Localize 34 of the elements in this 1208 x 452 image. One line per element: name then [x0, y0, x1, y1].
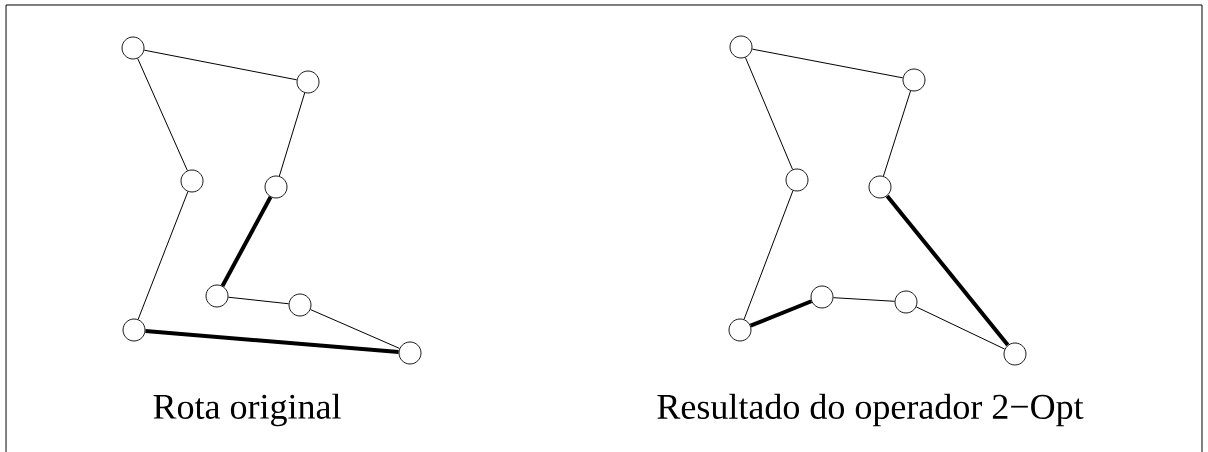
route-edge	[885, 194, 1010, 347]
city-circle	[264, 175, 288, 199]
city-circle	[122, 318, 146, 342]
route-edge	[915, 306, 1006, 350]
city-circle	[894, 290, 918, 314]
city-circle	[785, 168, 809, 192]
route-edge	[832, 297, 896, 302]
city-circle	[296, 70, 320, 94]
city-circle	[729, 35, 753, 59]
route-edge	[744, 57, 794, 170]
city-circle	[121, 36, 145, 60]
route-edge	[749, 299, 813, 328]
route-edge	[143, 49, 298, 81]
route-edge	[227, 296, 290, 305]
route-edge	[137, 57, 188, 172]
caption: Rota original	[153, 393, 341, 427]
caption: Resultado do operador 2−Opt	[657, 393, 1084, 427]
route-edge	[882, 90, 912, 177]
route-edge	[137, 191, 189, 320]
city-circle	[205, 284, 229, 308]
route-edge	[220, 196, 273, 287]
route-edge	[310, 309, 400, 349]
city-circle	[810, 285, 834, 309]
route-edge	[743, 190, 794, 320]
city-circle	[288, 293, 312, 317]
city-circle	[1003, 342, 1027, 366]
route-edge	[751, 48, 904, 79]
route-edge	[278, 92, 306, 177]
city-circle	[902, 68, 926, 92]
route-edge	[145, 328, 399, 355]
city-circle	[868, 175, 892, 199]
city-circle	[398, 341, 422, 365]
city-circle	[728, 318, 752, 342]
city-circle	[180, 169, 204, 193]
